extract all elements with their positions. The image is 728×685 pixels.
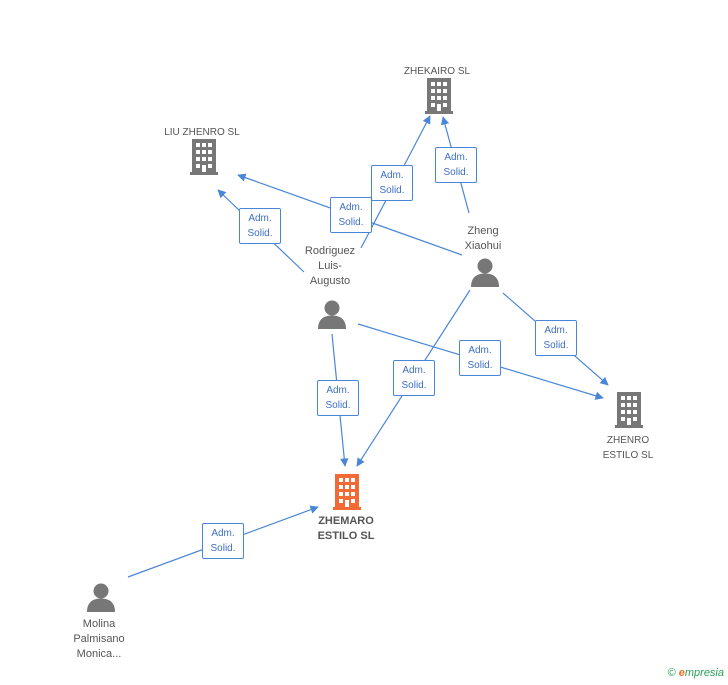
liu-zhenro-building-icon[interactable] — [190, 139, 218, 175]
brand-name: mpresia — [684, 667, 724, 679]
relation-badge-zheng-zhemaro[interactable]: Adm. Solid. — [393, 360, 435, 396]
rodriguez-label[interactable]: Rodriguez Luis- Augusto — [304, 245, 356, 287]
relation-badge-zheng-liu_zhenro[interactable]: Adm. Solid. — [330, 197, 372, 233]
relation-badge-rodriguez-liu_zhenro[interactable]: Adm. Solid. — [239, 208, 281, 244]
relation-role-line1: Adm. — [468, 345, 492, 356]
zhemaro-label[interactable]: ZHEMARO ESTILO SL — [317, 515, 375, 542]
molina-label[interactable]: Molina Palmisano Monica... — [73, 618, 125, 660]
zhenro-estilo-label[interactable]: ZHENRO ESTILO SL — [602, 435, 654, 461]
relation-role-line2: Solid. — [543, 340, 569, 351]
relation-role-line2: Solid. — [338, 217, 364, 228]
empresia-watermark: ©empresia — [668, 667, 724, 679]
zhekairo-label[interactable]: ZHEKAIRO SL — [403, 66, 471, 77]
relation-role-line2: Solid. — [443, 167, 469, 178]
relation-role-line1: Adm. — [326, 385, 350, 396]
relation-role-line2: Solid. — [325, 400, 351, 411]
zhemaro-building-icon[interactable] — [333, 474, 361, 510]
liu-zhenro-label[interactable]: LIU ZHENRO SL — [164, 127, 240, 138]
relation-role-line1: Adm. — [444, 152, 468, 163]
relation-badge-zheng-zhekairo[interactable]: Adm. Solid. — [435, 147, 477, 183]
relation-role-line2: Solid. — [379, 185, 405, 196]
relation-badge-zheng-zhenro_estilo[interactable]: Adm. Solid. — [535, 320, 577, 356]
zheng-label[interactable]: Zheng Xiaohui — [464, 225, 502, 252]
relation-role-line2: Solid. — [247, 228, 273, 239]
zhekairo-building-icon[interactable] — [425, 78, 453, 114]
molina-person-icon[interactable] — [87, 583, 115, 613]
rodriguez-person-icon[interactable] — [318, 300, 346, 330]
relation-role-line1: Adm. — [248, 213, 272, 224]
relation-role-line1: Adm. — [402, 365, 426, 376]
relation-badge-molina-zhemaro[interactable]: Adm. Solid. — [202, 523, 244, 559]
copyright-symbol: © — [667, 667, 676, 679]
relation-role-line1: Adm. — [380, 170, 404, 181]
relation-badge-rodriguez-zhenro_estilo[interactable]: Adm. Solid. — [459, 340, 501, 376]
relation-role-line2: Solid. — [467, 360, 493, 371]
zheng-person-icon[interactable] — [471, 258, 499, 288]
relation-role-line1: Adm. — [211, 528, 235, 539]
relation-badge-rodriguez-zhekairo[interactable]: Adm. Solid. — [371, 165, 413, 201]
relation-badge-rodriguez-zhemaro[interactable]: Adm. Solid. — [317, 380, 359, 416]
relation-role-line1: Adm. — [544, 325, 568, 336]
brand-initial: e — [678, 667, 685, 679]
relation-role-line1: Adm. — [339, 202, 363, 213]
relation-role-line2: Solid. — [210, 543, 236, 554]
relation-role-line2: Solid. — [401, 380, 427, 391]
zhenro-estilo-building-icon[interactable] — [615, 392, 643, 428]
